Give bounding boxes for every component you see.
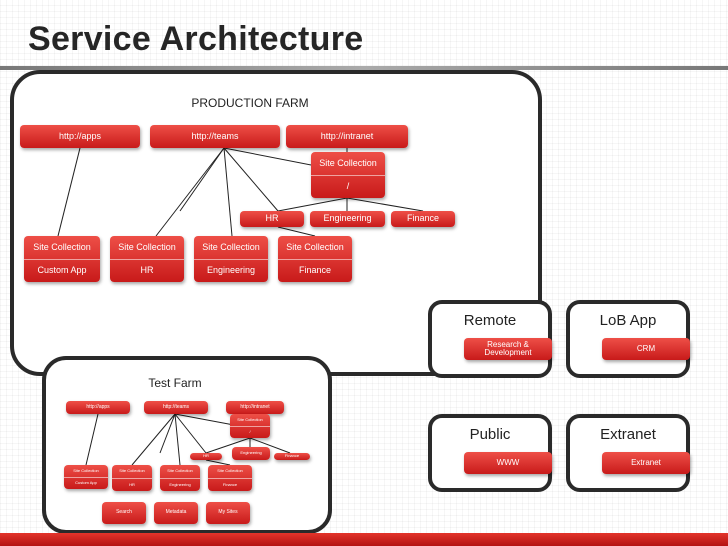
title-divider: [0, 66, 728, 70]
site-collection-name: Finance: [298, 265, 332, 276]
site-collection-name: Finance: [222, 481, 238, 487]
site-collection-name: Engineering: [169, 481, 191, 487]
site-collection-label: Site Collection: [33, 241, 91, 252]
test-webapp-intranet-node: http://intranet: [226, 401, 284, 414]
public-service-box: Public WWW: [428, 414, 552, 492]
node-divider: [64, 476, 108, 478]
test-site-collection-finance-node: Site Collection Finance: [208, 465, 252, 491]
test-service-search-node: Search: [102, 502, 146, 524]
node-divider: [311, 174, 385, 176]
node-divider: [194, 258, 268, 260]
webapp-intranet-node: http://intranet: [286, 125, 408, 148]
root-site-collection-node: Site Collection /: [311, 152, 385, 198]
remote-service-box: Remote Research & Development: [428, 300, 552, 378]
test-root-site-collection-label: Site Collection: [237, 416, 263, 422]
site-collection-label: Site Collection: [286, 241, 344, 252]
test-managed-path-engineering-node: Engineering: [232, 447, 270, 460]
site-collection-name: Custom App: [75, 480, 97, 486]
site-collection-name: Engineering: [206, 265, 256, 276]
root-site-collection-label: Site Collection: [319, 157, 377, 168]
lob-app-service-box: LoB App CRM: [566, 300, 690, 378]
test-site-collection-hr-node: Site Collection HR: [112, 465, 152, 491]
webapp-apps-node: http://apps: [20, 125, 140, 148]
webapp-teams-node: http://teams: [150, 125, 280, 148]
test-webapp-apps-node: http://apps: [66, 401, 130, 414]
node-divider: [160, 477, 200, 479]
test-service-my-sites-node: My Sites: [206, 502, 250, 524]
test-managed-path-finance-node: Finance: [274, 453, 310, 460]
site-collection-finance-node: Site Collection Finance: [278, 236, 352, 282]
lob-app-item-node: CRM: [602, 338, 690, 360]
test-managed-path-hr-node: HR: [190, 453, 222, 460]
managed-path-hr-node: HR: [240, 211, 304, 227]
lob-app-title: LoB App: [599, 312, 657, 329]
extranet-title: Extranet: [600, 426, 656, 443]
node-divider: [230, 425, 270, 427]
test-root-site-collection-path: /: [249, 429, 251, 435]
footer-accent-bar: [0, 533, 728, 546]
remote-item-node: Research & Development: [464, 338, 552, 360]
test-service-metadata-node: Metadata: [154, 502, 198, 524]
site-collection-engineering-node: Site Collection Engineering: [194, 236, 268, 282]
production-farm-label: PRODUCTION FARM: [191, 96, 309, 110]
site-collection-custom-app-node: Site Collection Custom App: [24, 236, 100, 282]
site-collection-label: Site Collection: [167, 468, 193, 474]
site-collection-name: HR: [140, 265, 154, 276]
node-divider: [278, 258, 352, 260]
test-farm-label: Test Farm: [148, 376, 202, 390]
node-divider: [110, 258, 184, 260]
node-divider: [208, 477, 252, 479]
site-collection-label: Site Collection: [202, 241, 260, 252]
public-item-node: WWW: [464, 452, 552, 474]
slide-title: Service Architecture: [28, 20, 364, 58]
remote-title: Remote: [463, 312, 517, 329]
site-collection-label: Site Collection: [217, 468, 243, 474]
node-divider: [24, 258, 100, 260]
managed-path-engineering-node: Engineering: [310, 211, 385, 227]
extranet-item-node: Extranet: [602, 452, 690, 474]
extranet-service-box: Extranet Extranet: [566, 414, 690, 492]
site-collection-label: Site Collection: [118, 241, 176, 252]
site-collection-name: HR: [129, 481, 135, 487]
test-site-collection-engineering-node: Site Collection Engineering: [160, 465, 200, 491]
node-divider: [112, 477, 152, 479]
site-collection-hr-node: Site Collection HR: [110, 236, 184, 282]
test-root-site-collection-node: Site Collection /: [230, 414, 270, 438]
site-collection-label: Site Collection: [119, 468, 145, 474]
test-site-collection-custom-app-node: Site Collection Custom App: [64, 465, 108, 489]
managed-path-finance-node: Finance: [391, 211, 455, 227]
site-collection-label: Site Collection: [73, 467, 99, 473]
site-collection-name: Custom App: [37, 265, 87, 276]
test-webapp-teams-node: http://teams: [144, 401, 208, 414]
public-title: Public: [469, 426, 511, 443]
root-site-collection-path: /: [346, 181, 350, 192]
